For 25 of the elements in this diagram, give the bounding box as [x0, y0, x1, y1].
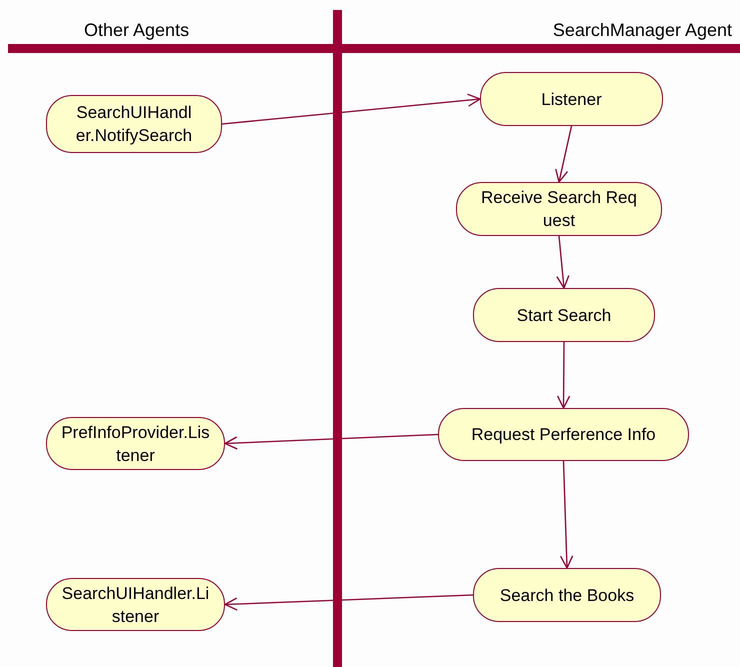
arrow	[224, 434, 438, 450]
arrow	[555, 126, 572, 183]
arrow	[224, 594, 474, 611]
swimlane-title: Other Agents	[84, 19, 190, 42]
activity-state	[473, 568, 661, 622]
activity-label: PrefInfoProvider.Listener	[60, 422, 210, 466]
activity-label: Listener	[541, 88, 602, 110]
activity-state	[46, 417, 225, 470]
activity-state	[456, 182, 662, 236]
arrow	[560, 460, 574, 569]
activity-label: SearchUIHandler.NotifySearch	[75, 102, 193, 147]
activity-state	[46, 95, 222, 153]
activity-label: Start Search	[516, 304, 612, 326]
activity-state	[46, 578, 225, 631]
activity-label: Request Perference Info	[471, 424, 656, 446]
activity-state	[480, 72, 663, 126]
activity-label: Receive Search Request	[480, 187, 638, 232]
swimlane-title: SearchManager Agent	[552, 19, 732, 42]
activity-state	[473, 288, 655, 342]
activity-label: Search the Books	[500, 584, 634, 606]
activity-state	[438, 408, 689, 461]
arrow	[222, 94, 481, 125]
activity-label: SearchUIHandler.Listener	[60, 582, 210, 628]
arrow	[556, 342, 570, 409]
arrow	[556, 236, 570, 289]
